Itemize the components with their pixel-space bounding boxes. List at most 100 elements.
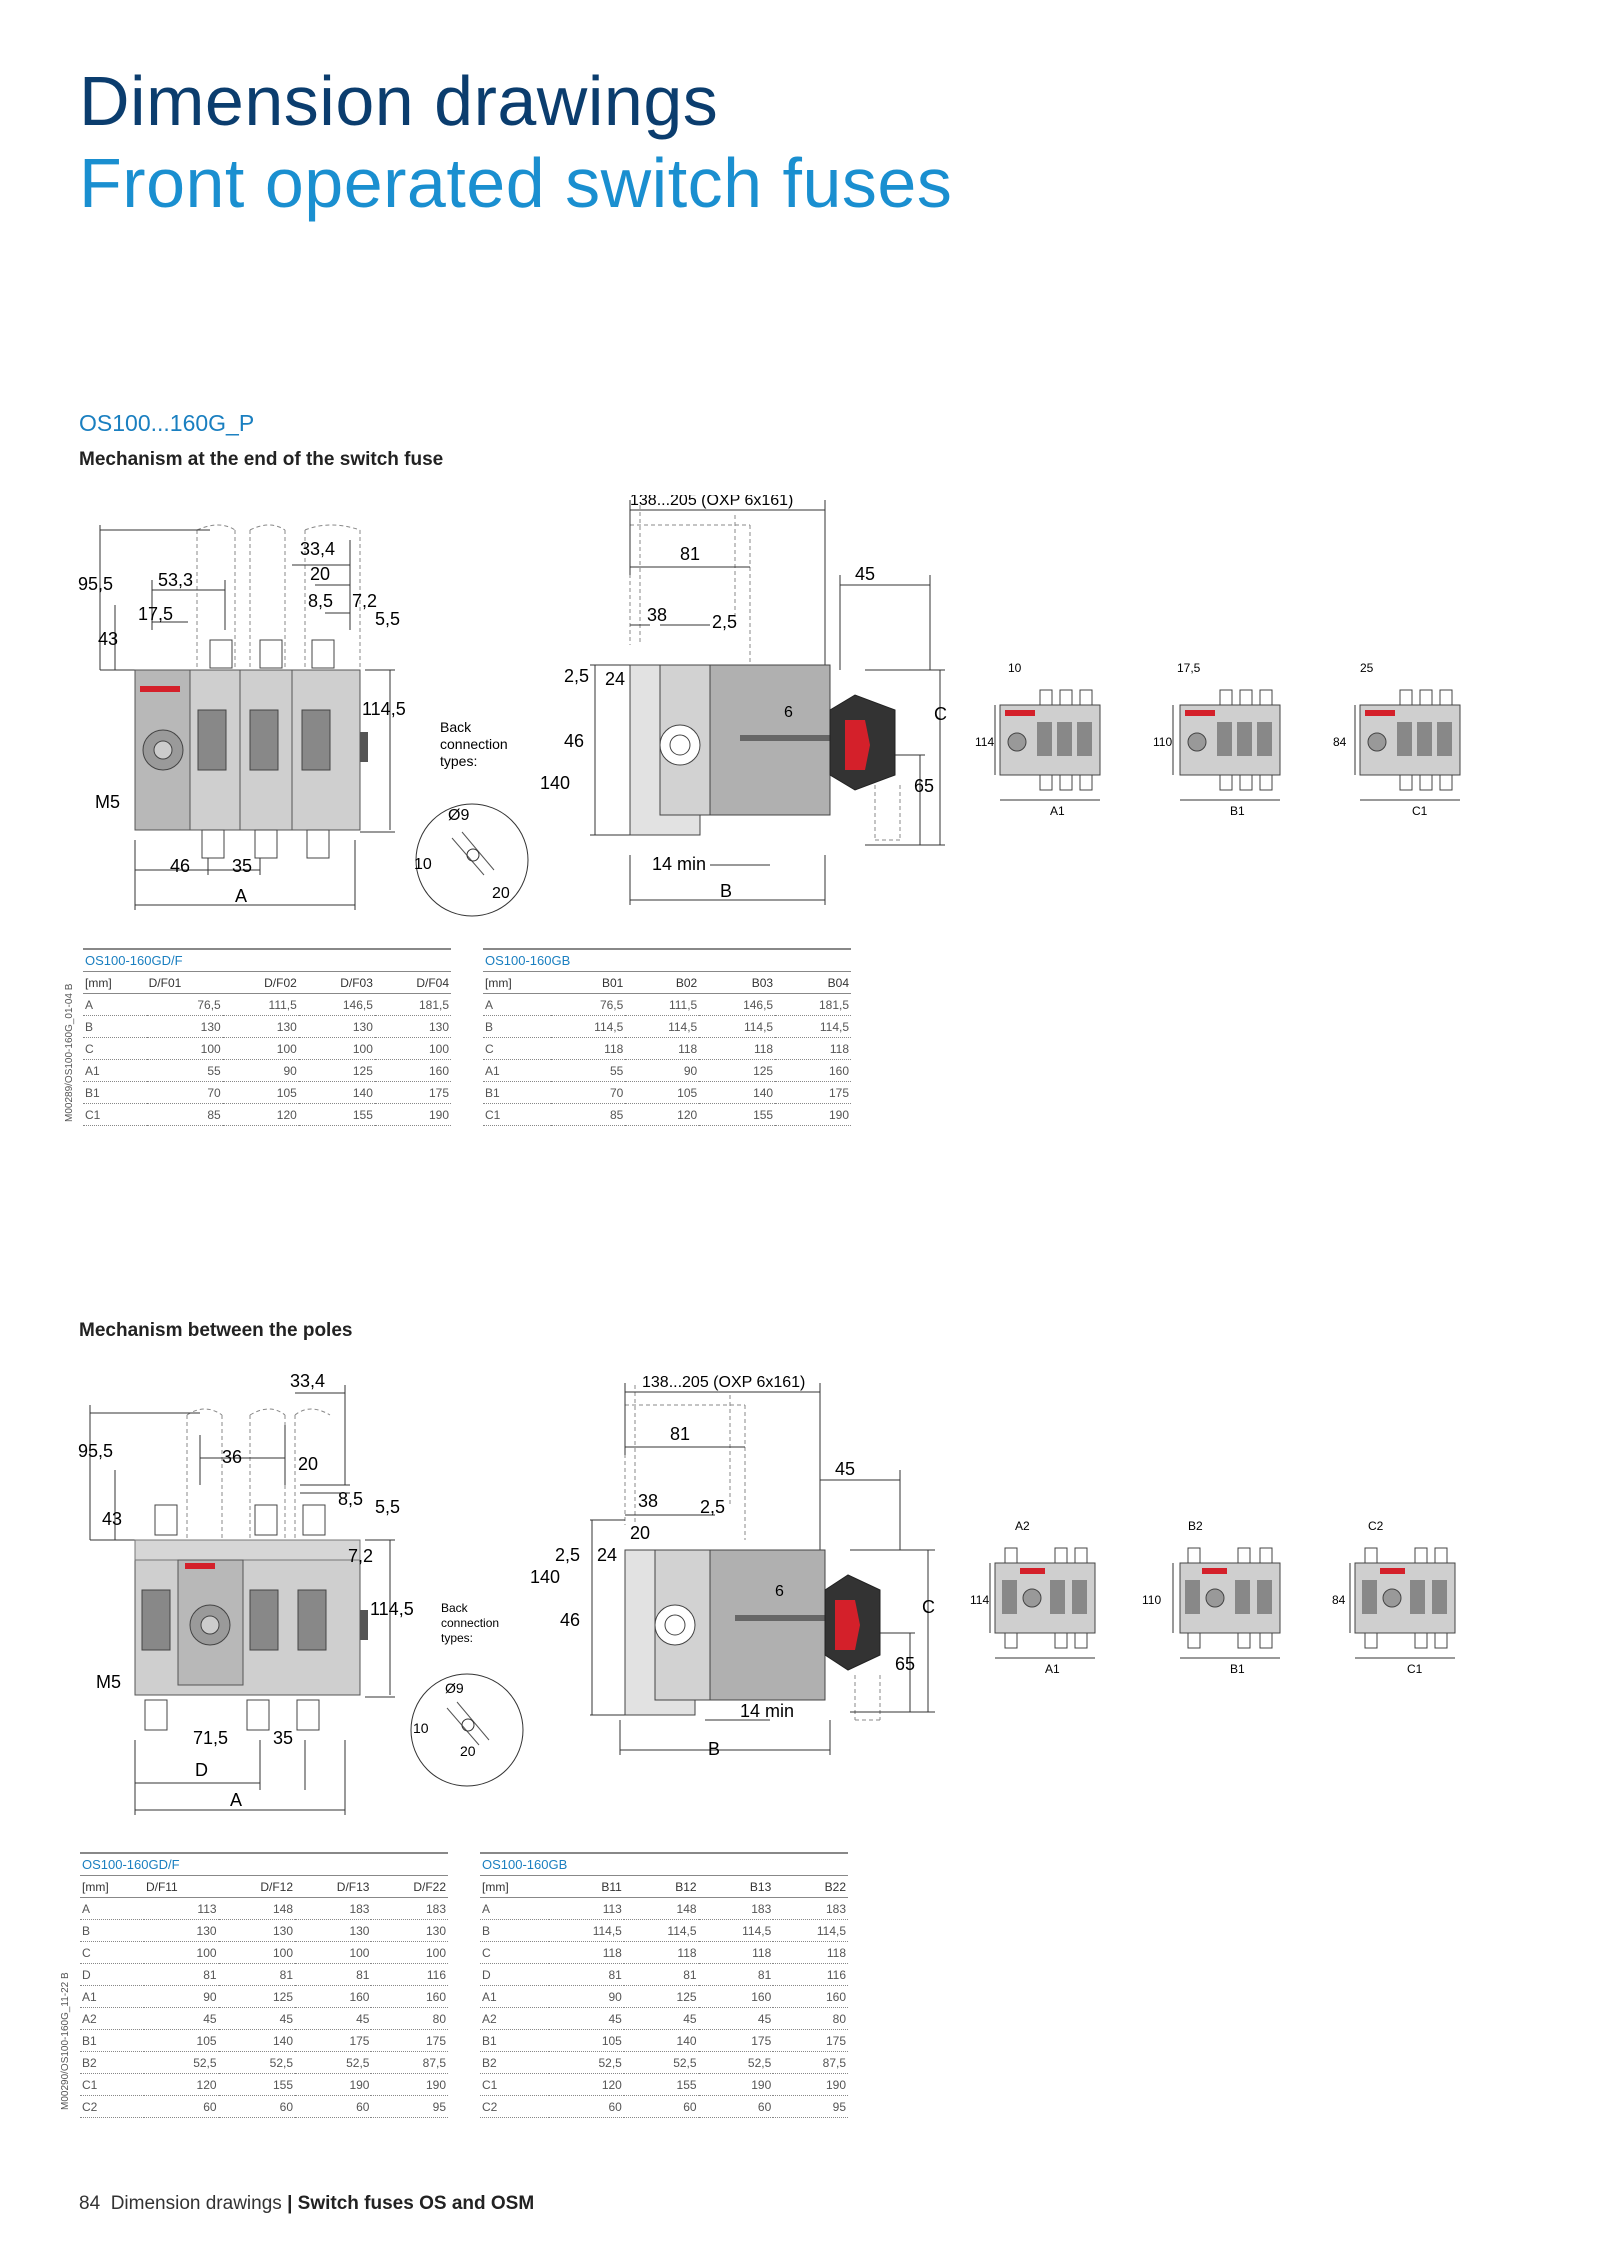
s2-small-view-1: A2 114 A1 [970,1519,1096,1676]
page-title-line1: Dimension drawings [79,62,719,140]
cell: 146,5 [298,993,375,1016]
cell: 113 [549,1897,624,1920]
back-label-2: connection [440,736,508,752]
cell: 190 [775,1103,851,1126]
s2-small-bot-2: B1 [1230,1662,1245,1676]
dim-65: 65 [914,776,934,796]
cell: 45 [549,2007,624,2030]
cell: 125 [623,1985,699,2008]
cell: C1 [480,2073,550,2096]
cell: 120 [549,2073,624,2096]
cell: 85 [146,1103,223,1126]
cell: 175 [371,2029,448,2052]
cell: B1 [80,2029,144,2052]
s1-small-side-3: 84 [1333,735,1347,749]
back-label-3: types: [441,1631,473,1645]
dim-10: 10 [413,1720,429,1736]
cell: 130 [371,1919,448,1942]
dim-8-5: 8,5 [308,591,333,611]
cell: 60 [698,2095,774,2118]
s1-small-top-3: 25 [1360,661,1374,675]
s2-small-view-2: B2 110 B1 [1142,1519,1281,1676]
cell: A2 [480,2007,550,2030]
dim-65: 65 [895,1654,915,1674]
cell: 105 [143,2029,219,2052]
cell: 118 [625,1037,700,1060]
dim-33-4: 33,4 [300,539,335,559]
cell: 160 [775,1059,851,1082]
dim-2-5b: 2,5 [564,666,589,686]
cell: C2 [480,2095,550,2118]
cell: 155 [699,1103,776,1126]
s1-table-left: OS100-160GD/F [mm] D/F01 D/F02 D/F03 D/F… [83,948,451,1126]
cell: 52,5 [295,2051,372,2074]
cell: C [480,1941,550,1964]
dim-m5: M5 [96,1672,121,1692]
cell: 114,5 [549,1919,624,1942]
s2-back-connection: Back connection types: Ø9 10 20 [410,1601,524,1787]
cell: 45 [143,2007,219,2030]
dim-8-5: 8,5 [338,1489,363,1509]
cell: 45 [218,2007,296,2030]
cell: 80 [371,2007,448,2030]
dim-53-3: 53,3 [158,570,193,590]
dim-24: 24 [597,1545,617,1565]
cell: 120 [625,1103,700,1126]
cell: 111,5 [222,993,299,1016]
dim-7-2: 7,2 [352,591,377,611]
cell: 130 [146,1015,223,1038]
footer-title: Switch fuses OS and OSM [297,2193,535,2214]
cell: B1 [83,1081,147,1104]
cell: C [483,1037,552,1060]
cell: 60 [623,2095,699,2118]
cell: A1 [80,1985,144,2008]
dim-C: C [934,704,947,724]
page-title-line2: Front operated switch fuses [79,144,953,222]
col-header: D/F13 [295,1875,372,1898]
dim-5-5: 5,5 [375,609,400,629]
dim-46b: 46 [564,731,584,751]
cell: 183 [295,1897,372,1920]
cell: 125 [699,1059,776,1082]
cell: 118 [699,1037,776,1060]
cell: C2 [80,2095,144,2118]
dim-20: 20 [298,1454,318,1474]
cell: 90 [625,1059,700,1082]
col-header: B04 [775,971,851,994]
cell: 114,5 [775,1015,851,1038]
dim-36: 36 [222,1447,242,1467]
dim-14-min: 14 min [740,1701,794,1721]
dim-20: 20 [630,1523,650,1543]
cell: 146,5 [699,993,776,1016]
cell: 148 [218,1897,296,1920]
page-footer: 84 Dimension drawings | Switch fuses OS … [79,2193,534,2215]
cell: 81 [143,1963,219,1986]
col-header: D/F01 [146,971,223,994]
cell: A1 [83,1059,147,1082]
s1-small-view-2: 17,5 110 B1 [1153,661,1281,818]
cell: A1 [483,1059,552,1082]
cell: 80 [773,2007,848,2030]
dim-5-5: 5,5 [375,1497,400,1517]
dim-24: 24 [605,669,625,689]
cell: A [80,1897,144,1920]
dim-71-5: 71,5 [193,1728,228,1748]
dim-140: 140 [530,1567,560,1587]
cell: 52,5 [549,2051,624,2074]
s2-small-top-3: C2 [1368,1519,1384,1533]
dim-17-5: 17,5 [138,604,173,624]
cell: 114,5 [623,1919,699,1942]
cell: B2 [80,2051,144,2074]
cell: 190 [698,2073,774,2096]
col-header: [mm] [483,971,552,994]
cell: A [483,993,552,1016]
cell: 120 [143,2073,219,2096]
